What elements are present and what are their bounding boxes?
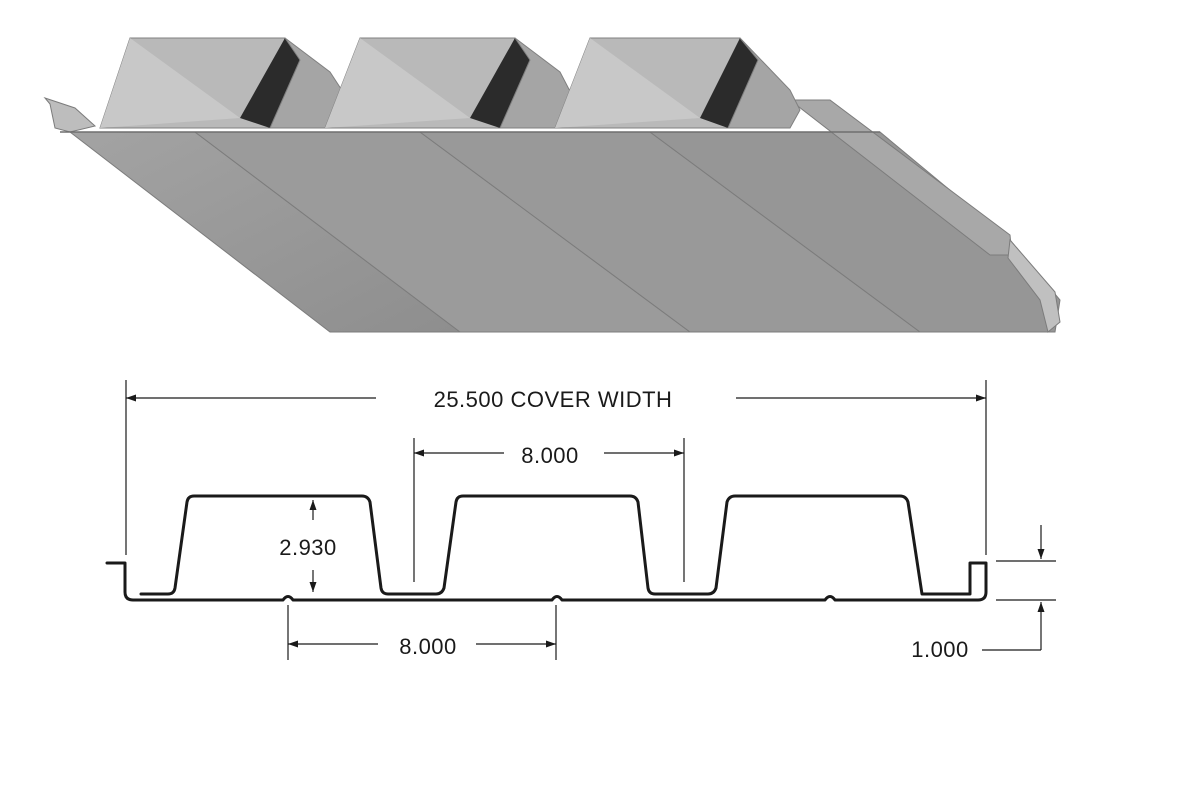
profile-drawing — [105, 494, 988, 602]
dimensions: 25.500 COVER WIDTH 8.000 2.930 8.000 — [125, 380, 1056, 662]
panel-rib-2 — [324, 37, 573, 129]
rib-spacing-bottom-dimension: 8.000 — [287, 605, 557, 660]
rib-spacing-top-label: 8.000 — [521, 443, 579, 468]
lip-height-label: 1.000 — [911, 637, 969, 662]
panel-rib-1 — [99, 37, 346, 129]
panel-3d-rendering — [43, 37, 1061, 333]
cover-width-dimension: 25.500 COVER WIDTH — [125, 380, 987, 555]
rib-spacing-bottom-label: 8.000 — [399, 634, 457, 659]
rib-height-dimension: 2.930 — [279, 500, 337, 592]
panel-right-return — [1007, 238, 1061, 333]
rib-height-label: 2.930 — [279, 535, 337, 560]
rib-spacing-top-dimension: 8.000 — [413, 438, 685, 582]
cover-width-label: 25.500 COVER WIDTH — [434, 387, 673, 412]
panel-rib-3 — [554, 37, 801, 129]
panel-left-lip — [43, 96, 97, 133]
lip-height-dimension: 1.000 — [911, 525, 1056, 662]
deck-profile-outline — [105, 494, 988, 602]
